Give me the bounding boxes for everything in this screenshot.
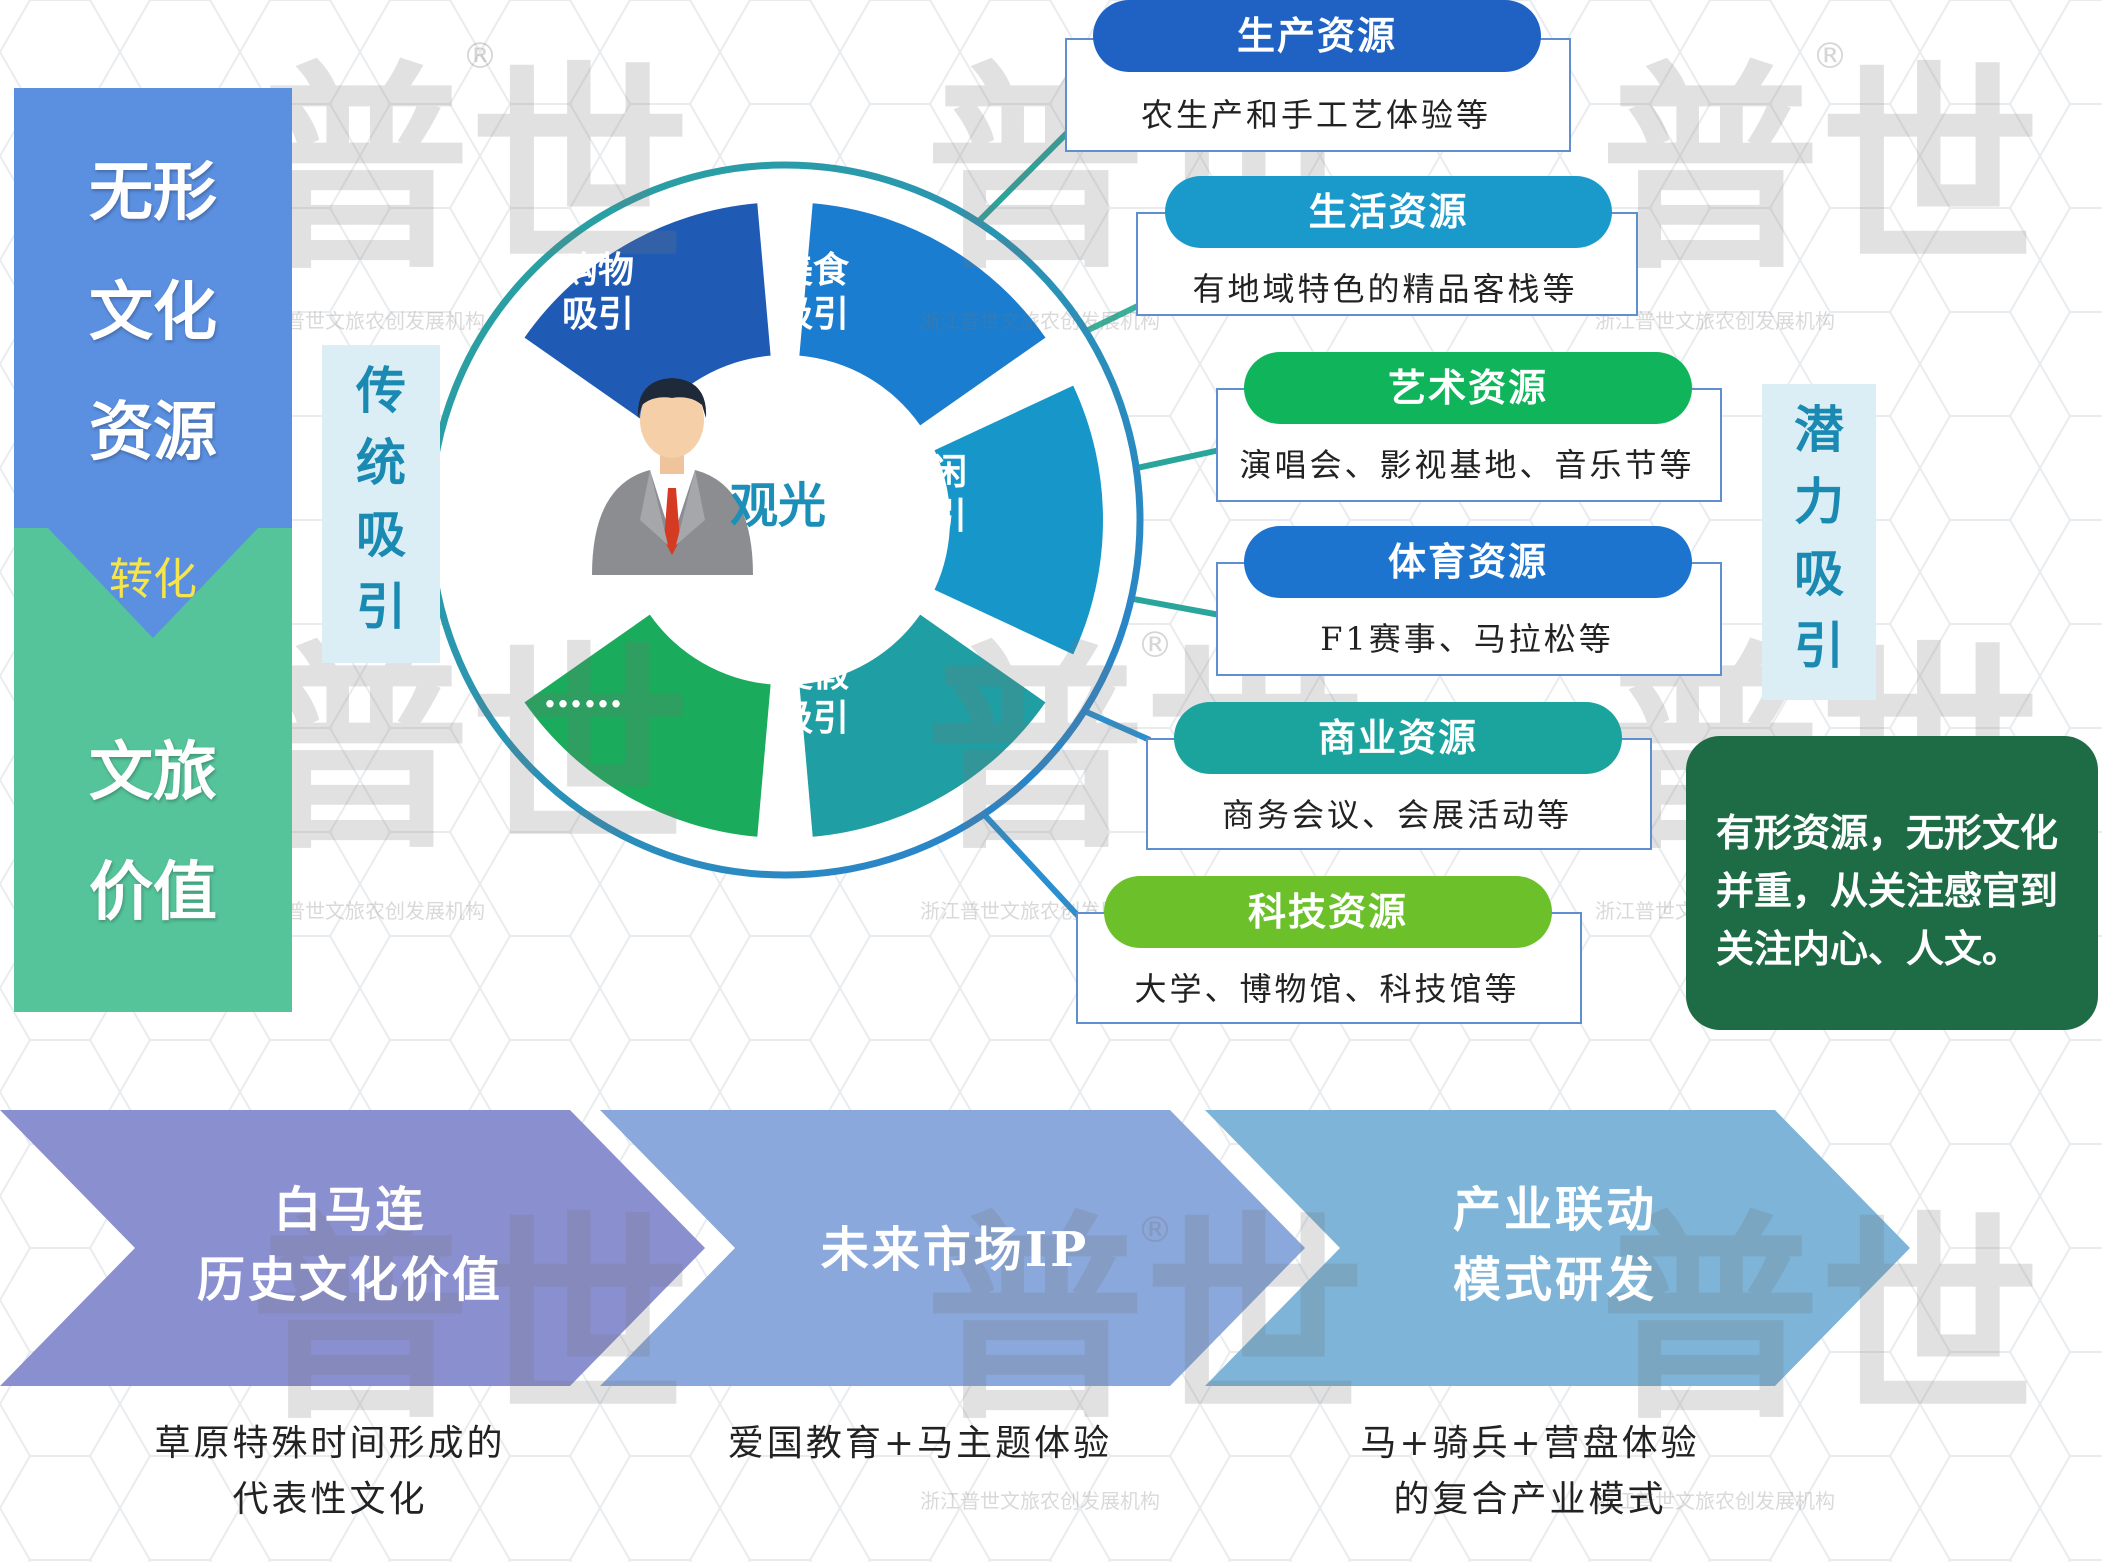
summary-note: 有形资源，无形文化并重，从关注感官到关注内心、人文。 [1686, 736, 2098, 1030]
summary-note-text: 有形资源，无形文化并重，从关注感官到关注内心、人文。 [1716, 810, 2059, 971]
segment-leisure [934, 385, 1104, 655]
resource-desc: 大学、博物馆、科技馆等 [1134, 970, 1520, 1008]
chevron-title-history: 白马连 历史文化价值 [196, 1182, 503, 1308]
resource-desc: F1赛事、马拉松等 [1320, 620, 1614, 658]
segment-label-food: 美食 吸引 [776, 249, 849, 335]
resource-title: 体育资源 [1244, 526, 1692, 598]
left-conversion-bar: 无形 文化 资源 转化 文旅 价值 [14, 88, 292, 1012]
chevron-history [0, 1110, 705, 1386]
resource-title: 艺术资源 [1244, 352, 1692, 424]
resource-desc: 商务会议、会展活动等 [1221, 796, 1572, 834]
resource-title: 生产资源 [1093, 0, 1541, 72]
chevron-desc-history: 草原特殊时间形成的 代表性文化 [154, 1423, 506, 1520]
chevron-title-industry: 产业联动 模式研发 [1452, 1182, 1657, 1308]
chevron-desc-industry: 马+骑兵+营盘体验 的复合产业模式 [1360, 1423, 1700, 1520]
resource-desc: 农生产和手工艺体验等 [1140, 96, 1491, 134]
chevron-title-market-ip: 未来市场IP [820, 1222, 1090, 1278]
resource-title: 生活资源 [1165, 176, 1612, 248]
resource-title: 商业资源 [1174, 702, 1622, 774]
chevron-industry [1205, 1110, 1910, 1386]
segment-food [799, 203, 1046, 426]
segment-label-leisure: 休闲 吸引 [894, 451, 967, 537]
resource-title: 科技资源 [1104, 876, 1552, 948]
segment-more [524, 614, 771, 837]
resource-desc: 演唱会、影视基地、音乐节等 [1239, 446, 1695, 484]
segment-shopping [524, 203, 771, 426]
intangible-culture-title: 无形 文化 资源 [89, 155, 217, 470]
segment-vacation [799, 614, 1046, 837]
tourism-value-title: 文旅 价值 [89, 735, 217, 930]
chevron-desc-market-ip: 爱国教育+马主题体验 [727, 1423, 1113, 1464]
wheel-segments [524, 203, 1104, 837]
traditional-attraction-label: 传 统 吸 引 [322, 345, 440, 663]
potential-attraction-label: 潜 力 吸 引 [1762, 384, 1876, 700]
resource-desc: 有地域特色的精品客栈等 [1192, 270, 1578, 308]
chevron-market-ip [600, 1110, 1305, 1386]
sightseeing-label: 观光 [730, 478, 827, 534]
down-arrow-icon [48, 528, 258, 638]
businessman-icon [592, 378, 753, 575]
segment-label-more: …… [543, 670, 623, 717]
convert-label: 转化 [109, 554, 197, 605]
segment-label-shopping: 购物 吸引 [561, 249, 634, 335]
segment-label-vacation: 度假 吸引 [776, 653, 849, 739]
intangible-culture-panel [14, 88, 292, 528]
